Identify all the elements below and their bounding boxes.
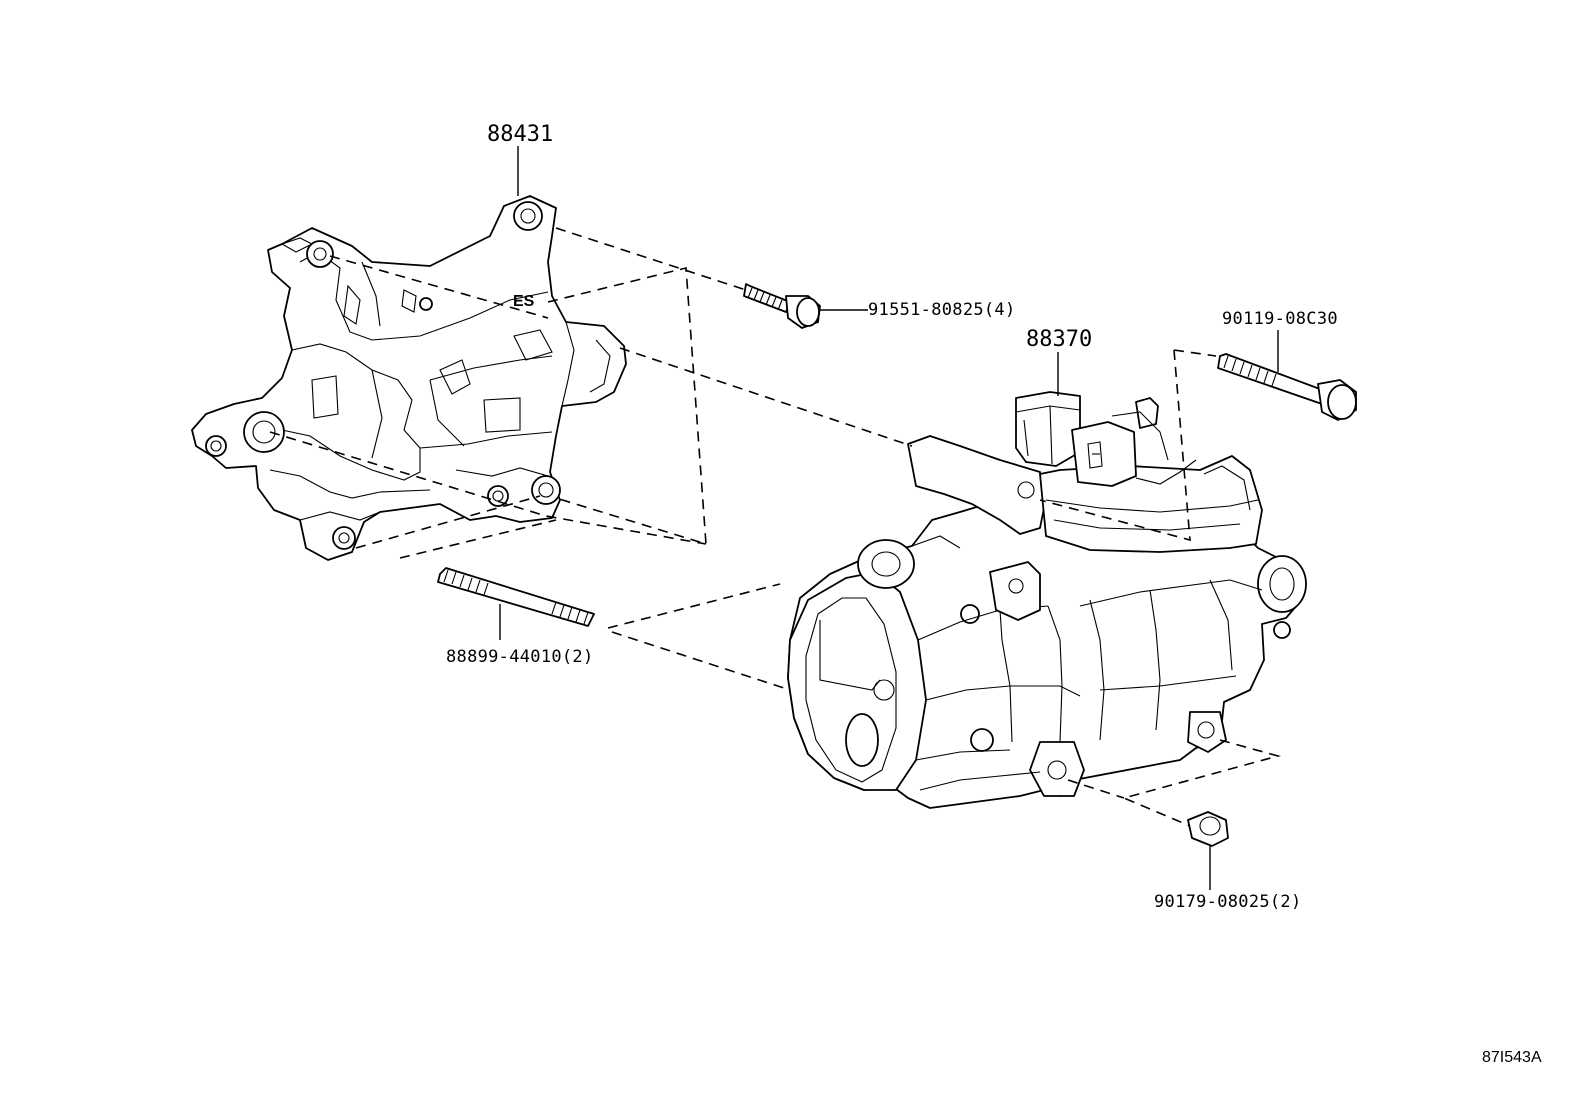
assembly-lines: [269, 227, 1282, 827]
part-number-bracket[interactable]: 88431: [487, 122, 553, 147]
part-number-nut[interactable]: 90179-08025(2): [1154, 892, 1302, 912]
ac-compressor[interactable]: [787, 391, 1307, 809]
leader-lines: [499, 146, 1279, 890]
stud-bolt[interactable]: [437, 567, 595, 627]
diagram-code: 87I543A: [1482, 1049, 1542, 1066]
compressor-bracket[interactable]: ES: [191, 195, 627, 561]
part-number-bolt-upper[interactable]: 91551-80825(4): [868, 300, 1016, 320]
part-number-compressor[interactable]: 88370: [1026, 327, 1092, 352]
part-number-stud[interactable]: 88899-44010(2): [446, 647, 594, 667]
flange-nut[interactable]: [1187, 811, 1229, 847]
bracket-marking: ES: [513, 293, 535, 310]
flange-bolt-upper[interactable]: [743, 283, 821, 329]
flange-bolt-right[interactable]: [1217, 353, 1357, 421]
part-number-bolt-right[interactable]: 90119-08C30: [1222, 309, 1338, 329]
